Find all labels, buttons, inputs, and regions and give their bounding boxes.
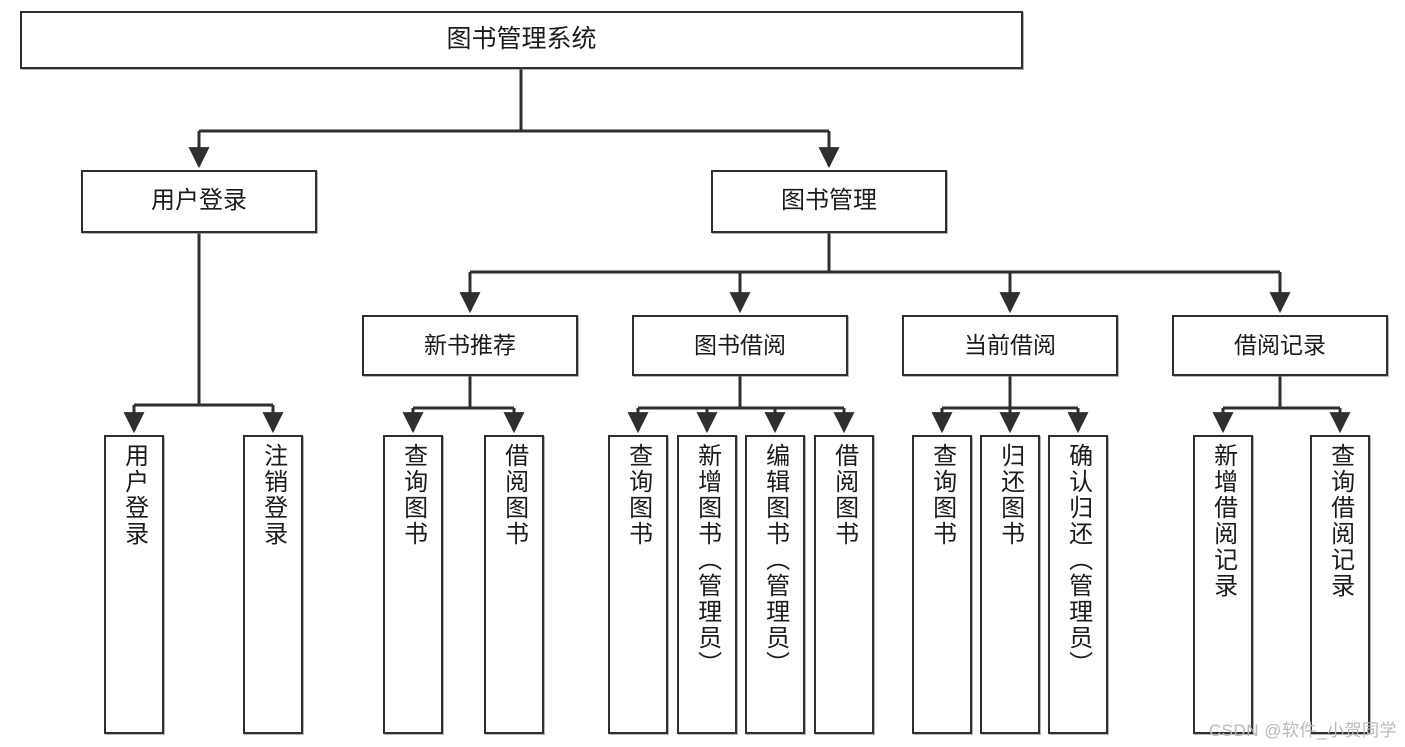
leaf-borrow-books-new[interactable]: 借阅图书 [484, 435, 544, 734]
leaf-confirm-return-admin-label: 确认归还（管理员） [1064, 443, 1092, 677]
leaf-add-book-admin-label: 新增图书（管理员） [693, 443, 721, 677]
leaf-user-login-label: 用户登录 [120, 443, 148, 547]
leaf-confirm-return-admin[interactable]: 确认归还（管理员） [1048, 435, 1108, 734]
node-borrow-records[interactable]: 借阅记录 [1172, 315, 1388, 376]
node-book-management-label: 图书管理 [781, 187, 877, 215]
leaf-add-borrow-record[interactable]: 新增借阅记录 [1193, 435, 1253, 734]
leaf-query-borrow-record[interactable]: 查询借阅记录 [1310, 435, 1370, 734]
leaf-logout-login[interactable]: 注销登录 [243, 435, 303, 734]
node-book-borrow[interactable]: 图书借阅 [632, 315, 848, 376]
node-new-book-recommend[interactable]: 新书推荐 [362, 315, 578, 376]
leaf-query-books-new[interactable]: 查询图书 [383, 435, 443, 734]
leaf-return-books-label: 归还图书 [996, 443, 1024, 547]
node-book-management[interactable]: 图书管理 [711, 170, 947, 233]
node-new-book-recommend-label: 新书推荐 [424, 331, 516, 358]
leaf-logout-login-label: 注销登录 [259, 443, 287, 547]
leaf-query-books-borrow-label: 查询图书 [624, 443, 652, 547]
leaf-add-borrow-record-label: 新增借阅记录 [1209, 443, 1237, 599]
leaf-query-books-current[interactable]: 查询图书 [912, 435, 972, 734]
leaf-add-book-admin[interactable]: 新增图书（管理员） [677, 435, 737, 734]
leaf-query-books-new-label: 查询图书 [399, 443, 427, 547]
leaf-query-books-borrow[interactable]: 查询图书 [608, 435, 668, 734]
node-root-system-label: 图书管理系统 [446, 25, 597, 54]
leaf-query-books-current-label: 查询图书 [928, 443, 956, 547]
node-borrow-records-label: 借阅记录 [1234, 331, 1326, 358]
leaf-borrow-books-new-label: 借阅图书 [500, 443, 528, 547]
leaf-borrow-books-borrow[interactable]: 借阅图书 [814, 435, 874, 734]
leaf-edit-book-admin[interactable]: 编辑图书（管理员） [745, 435, 805, 734]
node-current-borrow-label: 当前借阅 [964, 331, 1056, 358]
node-user-login-label: 用户登录 [151, 187, 247, 215]
leaf-user-login[interactable]: 用户登录 [104, 435, 164, 734]
leaf-query-borrow-record-label: 查询借阅记录 [1326, 443, 1354, 599]
node-root-system[interactable]: 图书管理系统 [20, 11, 1023, 69]
leaf-edit-book-admin-label: 编辑图书（管理员） [761, 443, 789, 677]
csdn-watermark: CSDN @软件_小贺同学 [1208, 721, 1397, 740]
node-book-borrow-label: 图书借阅 [694, 331, 786, 358]
leaf-borrow-books-borrow-label: 借阅图书 [830, 443, 858, 547]
node-user-login[interactable]: 用户登录 [81, 170, 317, 233]
leaf-return-books[interactable]: 归还图书 [980, 435, 1040, 734]
node-current-borrow[interactable]: 当前借阅 [902, 315, 1118, 376]
